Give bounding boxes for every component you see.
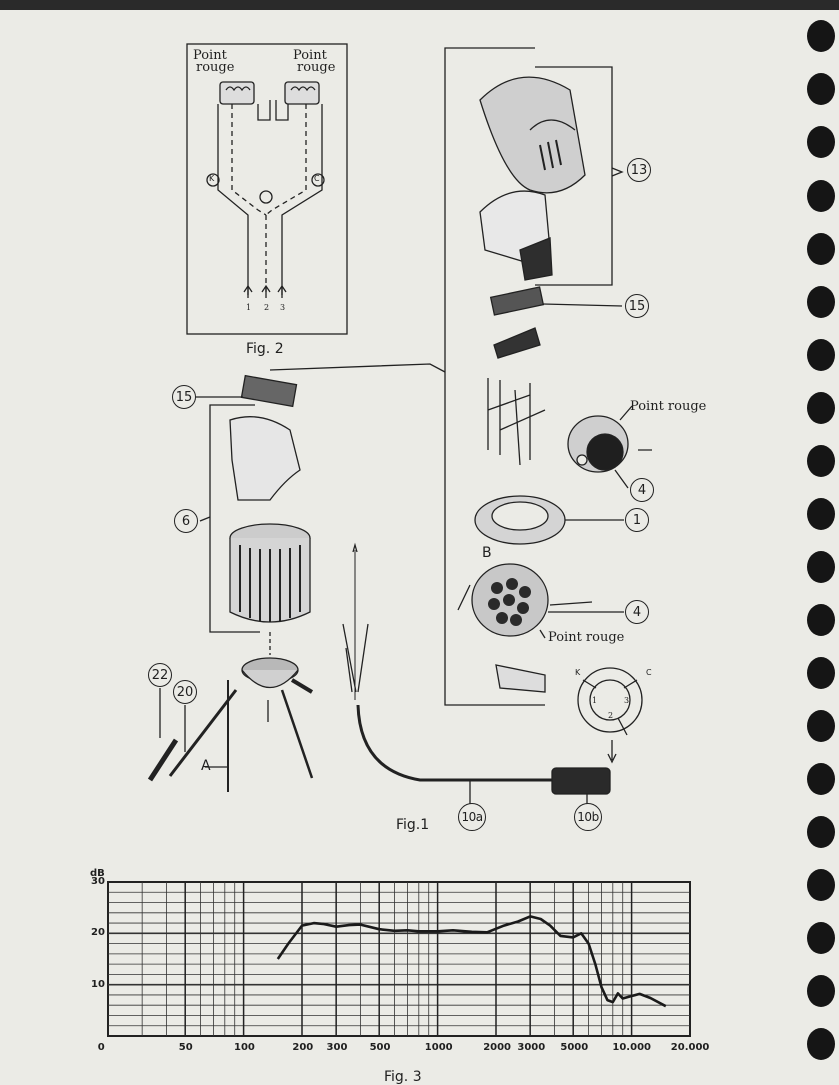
binder-hole (807, 975, 835, 1007)
x-tick-label: 20.000 (670, 1042, 710, 1053)
fig1-caption: Fig.1 (396, 817, 430, 833)
connector-pin-3: 3 (624, 696, 630, 705)
callout-20: 20 (173, 680, 197, 704)
x-tick-label: 300 (326, 1042, 348, 1053)
x-tick-label: 5000 (560, 1042, 589, 1053)
binder-hole (807, 869, 835, 901)
x-tick-label: 0 (97, 1042, 105, 1053)
callout-10a: 10a (458, 803, 486, 831)
connector-k: K (575, 668, 581, 677)
fig2-pin-1: 1 (246, 303, 252, 312)
x-tick-label: 1000 (424, 1042, 453, 1053)
connector-pin-1: 1 (592, 696, 598, 705)
fig2-terminal-c: C (314, 174, 320, 183)
fig2-frame (186, 43, 348, 335)
x-tick-label: 3000 (517, 1042, 546, 1053)
binder-hole (807, 126, 835, 158)
callout-4-top: 4 (630, 478, 654, 502)
binder-hole (807, 922, 835, 954)
point-rouge-lower: Point rouge (548, 630, 625, 645)
binder-hole (807, 339, 835, 371)
fig2-terminal-k: K (209, 174, 215, 183)
fig3-caption: Fig. 3 (384, 1069, 422, 1085)
connector-pin-2: 2 (608, 711, 614, 720)
binder-hole (807, 180, 835, 212)
binder-hole (807, 1028, 835, 1060)
fig2-point-rouge-right-l2: rouge (297, 60, 336, 75)
fig2-point-rouge-right-l1: Point (293, 48, 327, 63)
point-rouge-upper: Point rouge (630, 399, 707, 414)
binder-hole (807, 710, 835, 742)
technical-drawing (147, 43, 652, 810)
response-curve (276, 915, 667, 1008)
x-tick-label: 10.000 (612, 1042, 651, 1053)
plot-frame (107, 881, 691, 1037)
top-edge (0, 0, 839, 10)
callout-22: 22 (148, 663, 172, 687)
x-tick-label: 100 (234, 1042, 255, 1053)
x-tick-label: 500 (369, 1042, 391, 1053)
callout-4-bottom: 4 (625, 600, 649, 624)
binder-hole (807, 445, 835, 477)
callout-13: 13 (627, 158, 651, 182)
x-tick-label: 200 (292, 1042, 314, 1053)
letter-a: A (201, 758, 211, 774)
binder-hole (807, 73, 835, 105)
binder-hole (807, 498, 835, 530)
fig2-pin-3: 3 (280, 303, 286, 312)
callout-6: 6 (174, 509, 198, 533)
binder-hole (807, 763, 835, 795)
callout-15-top: 15 (625, 294, 649, 318)
connector-c: C (646, 668, 652, 677)
x-tick-label: 50 (178, 1042, 193, 1053)
y-tick-label: 20 (91, 927, 105, 939)
binder-hole (807, 551, 835, 583)
fig2-point-rouge-left-l1: Point (193, 48, 227, 63)
letter-b: B (482, 545, 492, 561)
binder-hole (807, 392, 835, 424)
y-axis-label: dB (90, 868, 105, 879)
binder-hole (807, 657, 835, 689)
callout-15-left: 15 (172, 385, 196, 409)
binder-hole (807, 816, 835, 848)
binder-hole (807, 286, 835, 318)
callout-1: 1 (625, 508, 649, 532)
binder-hole (807, 233, 835, 265)
fig2-caption: Fig. 2 (246, 341, 284, 357)
y-tick-label: 10 (91, 978, 105, 990)
binder-hole (807, 604, 835, 636)
fig2-point-rouge-left-l2: rouge (196, 60, 235, 75)
binder-hole (807, 20, 835, 52)
fig2-pin-2: 2 (264, 303, 270, 312)
y-tick-label: 30 (91, 876, 105, 887)
callout-10b: 10b (574, 803, 602, 831)
binder-holes (799, 0, 839, 1080)
x-tick-label: 2000 (483, 1042, 512, 1053)
